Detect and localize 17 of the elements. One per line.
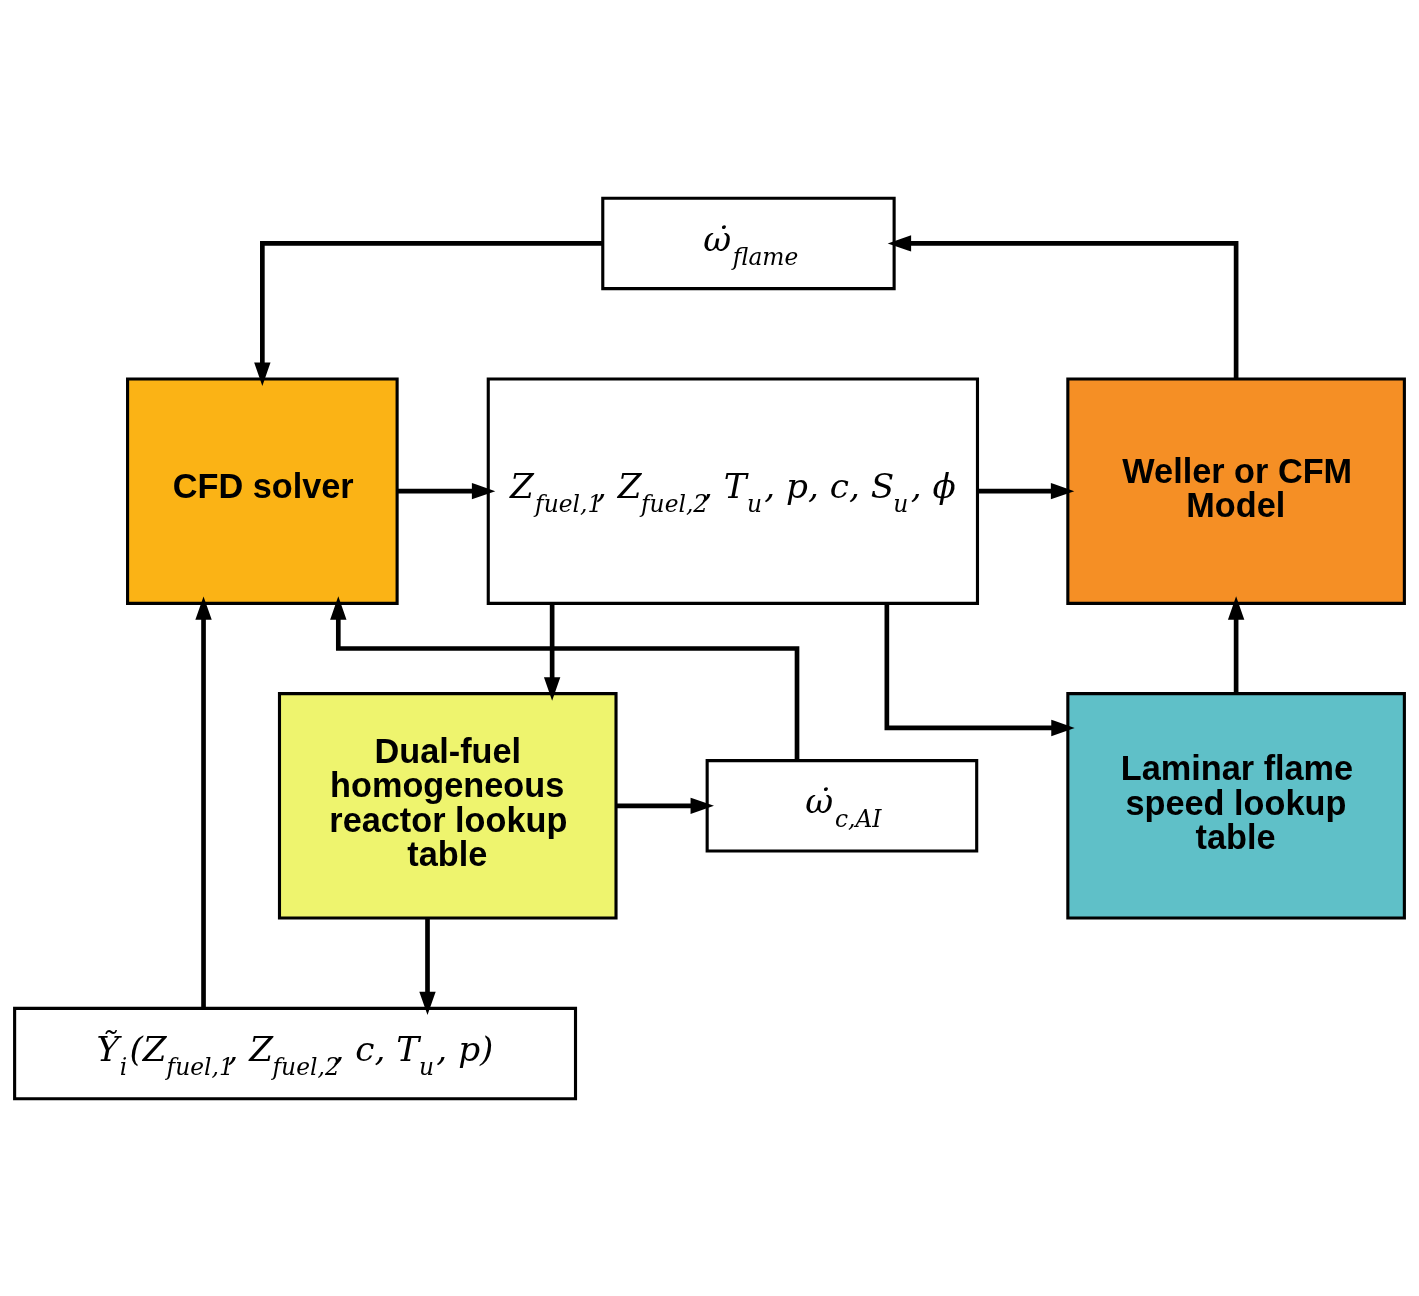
node-box: CFD solver — [126, 376, 399, 605]
arrow — [195, 595, 212, 1008]
arrow — [397, 482, 496, 499]
node-box: ω̇$_{flame}$ — [601, 196, 896, 290]
node-box: ω̇$_{c,AI}$ — [705, 758, 979, 853]
node-box: Laminar flame speed lookup table — [1066, 691, 1406, 920]
arrow — [254, 240, 603, 386]
node-box: Dual-fuel homogeneous reactor lookup table — [277, 691, 618, 920]
arrow — [1227, 595, 1245, 694]
arrow — [419, 917, 436, 1015]
arrow — [887, 234, 1239, 379]
arrow — [616, 797, 714, 814]
arrow — [977, 482, 1075, 499]
node-box: Weller or CFM Model — [1066, 376, 1406, 605]
arrow — [330, 595, 800, 760]
arrow — [884, 603, 1075, 736]
arrow — [543, 602, 561, 701]
